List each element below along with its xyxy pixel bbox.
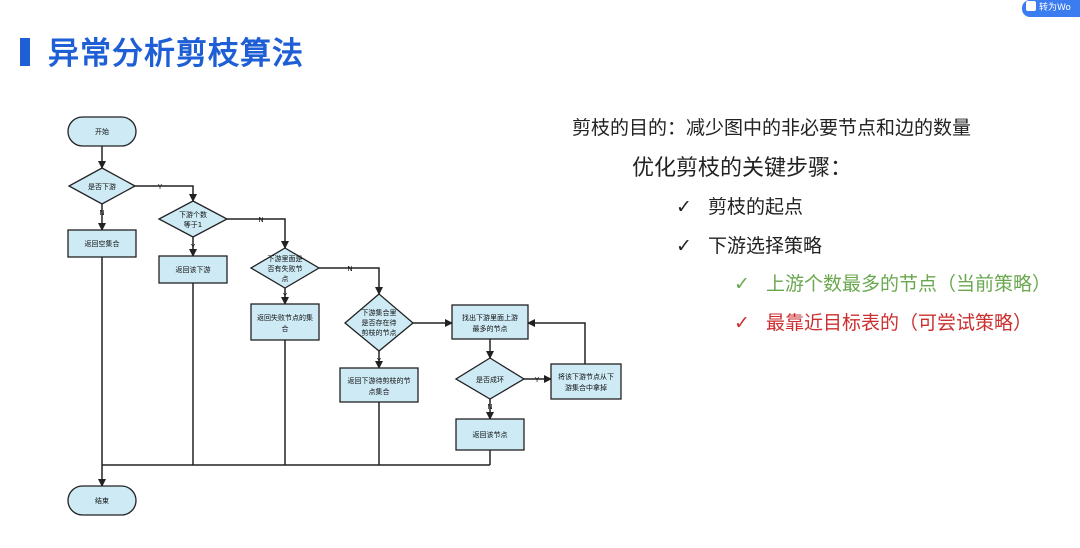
node-label: 合: [282, 324, 289, 333]
node-label: 返回下游待剪枝的节: [348, 376, 411, 385]
return-prunable-set-node: [339, 367, 419, 403]
decision-label: 剪枝的节点: [362, 328, 397, 337]
check-icon: ✓: [734, 312, 750, 334]
check-icon: ✓: [676, 196, 692, 218]
pruning-goal-text: 剪枝的目的：减少图中的非必要节点和边的数量: [572, 117, 972, 139]
decision-label: 下游里面是: [268, 254, 303, 263]
node-label: 返回空集合: [85, 239, 120, 248]
node-label: 返回失败节点的集: [257, 313, 313, 322]
decision-is-cycle: [454, 357, 526, 400]
title-accent-bar: [20, 38, 30, 66]
find-max-upstream-node: [451, 304, 529, 340]
edge-label-no: N: [258, 216, 263, 224]
decision-has-failed-node: [249, 247, 321, 289]
edge-label-no: N: [99, 209, 104, 217]
edge: [527, 319, 586, 364]
return-empty-set-node: [67, 229, 137, 258]
decision-is-downstream: [67, 167, 137, 205]
check-icon: ✓: [734, 273, 750, 295]
step-item: ✓ 下游选择策略: [676, 231, 822, 258]
node-label: 找出下游里面上游: [462, 313, 518, 322]
word-icon: [1026, 1, 1036, 11]
node-label: 点集合: [369, 387, 390, 396]
edge-label-no: N: [487, 403, 492, 411]
return-downstream-node: [158, 255, 228, 284]
edge: [319, 267, 383, 295]
edge: [227, 218, 289, 249]
edge-label-no: N: [347, 265, 352, 273]
sub-step-current: ✓ 上游个数最多的节点（当前策略）: [734, 269, 1051, 296]
node-label: 返回该节点: [473, 430, 508, 439]
sub-step-try: ✓ 最靠近目标表的（可尝试策略）: [734, 308, 1032, 335]
return-node: [455, 418, 525, 451]
sub-step-text: 上游个数最多的节点（当前策略）: [766, 273, 1052, 295]
decision-label: 下游个数: [179, 210, 207, 219]
decision-has-prunable-node: [343, 293, 415, 352]
step-text: 剪枝的起点: [708, 196, 804, 218]
decision-label: 否有失败节: [268, 264, 303, 273]
end-node: [67, 485, 137, 516]
step-text: 下游选择策略: [708, 235, 823, 257]
page-title: 异常分析剪枝算法: [48, 36, 304, 72]
edge-label-yes: Y: [157, 183, 163, 191]
step-item: ✓ 剪枝的起点: [676, 192, 803, 219]
decision-label: 等于1: [184, 220, 202, 229]
edge-label-yes: Y: [282, 292, 288, 300]
convert-to-word-button[interactable]: 转为Wo: [1022, 0, 1080, 17]
start-node: [67, 116, 137, 147]
convert-label: 转为Wo: [1039, 3, 1071, 13]
check-icon: ✓: [676, 235, 692, 257]
remove-from-downstream-node: [550, 363, 622, 400]
return-failed-set-node: [250, 303, 320, 341]
decision-downstream-count: [157, 200, 229, 238]
start-label: 开始: [95, 127, 109, 136]
edge: [135, 185, 197, 202]
edge-label-yes: Y: [534, 376, 540, 384]
node-label: 游集合中拿掉: [565, 383, 607, 392]
decision-label: 下游集合里: [362, 308, 397, 317]
edge-label-yes: Y: [190, 243, 196, 251]
decision-label: 是否存在待: [362, 318, 397, 327]
end-label: 结束: [95, 496, 109, 505]
edge-label-yes: Y: [376, 357, 382, 365]
node-label: 将该下游节点从下: [558, 372, 614, 381]
decision-label: 是否成环: [476, 375, 504, 384]
node-label: 返回该下游: [176, 265, 211, 274]
node-label: 最多的节点: [473, 324, 508, 333]
sub-step-text: 最靠近目标表的（可尝试策略）: [766, 312, 1033, 334]
key-steps-title: 优化剪枝的关键步骤：: [632, 156, 853, 181]
decision-label: 是否下游: [88, 182, 116, 191]
decision-label: 点: [282, 275, 289, 283]
